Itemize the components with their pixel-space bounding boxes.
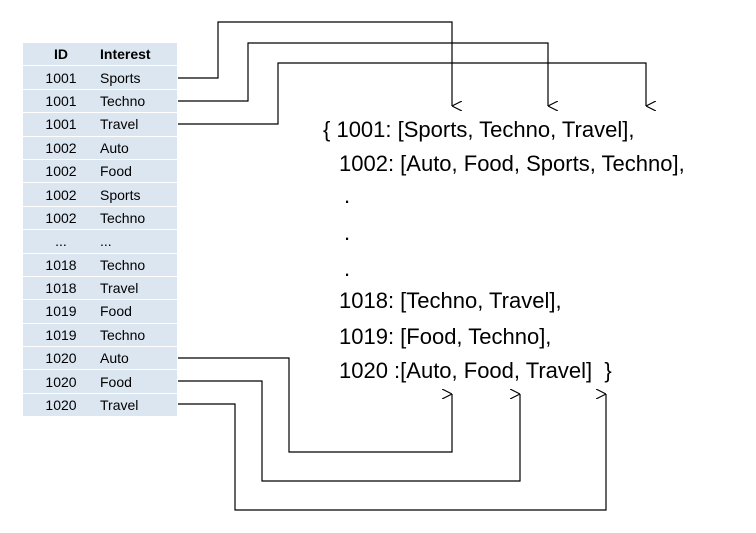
cell-id: 1020 xyxy=(45,373,77,390)
table-row: 1002 Auto xyxy=(23,136,177,160)
cell-id: 1001 xyxy=(45,92,77,109)
cell-id: ... xyxy=(55,233,67,250)
cell-id: 1002 xyxy=(45,139,77,156)
header-id: ID xyxy=(54,46,68,63)
table-row: 1018 Techno xyxy=(23,253,177,277)
cell-id: 1018 xyxy=(45,256,77,273)
connector-travel-2 xyxy=(178,394,607,511)
cell-interest: Travel xyxy=(100,397,139,414)
table-row: 1002 Sports xyxy=(23,183,177,207)
cell-interest: Techno xyxy=(100,209,146,226)
cell-interest: Food xyxy=(100,303,132,320)
cell-interest: Sports xyxy=(100,186,141,203)
cell-interest: Travel xyxy=(100,116,139,133)
cell-interest: Travel xyxy=(100,280,139,297)
cell-interest: Auto xyxy=(100,139,129,156)
table-row: 1019 Techno xyxy=(23,323,177,348)
cell-id: 1019 xyxy=(45,303,77,320)
table-header-row: ID Interest xyxy=(23,43,177,67)
connector-auto xyxy=(178,357,453,453)
connector-techno xyxy=(178,42,548,106)
dict-line-1019: 1019: [Food, Techno], xyxy=(339,324,552,349)
cell-id: 1020 xyxy=(45,397,77,414)
cell-interest: Sports xyxy=(100,69,141,86)
cell-id: 1002 xyxy=(45,209,77,226)
dict-ellipsis: . xyxy=(344,256,351,281)
table-row: ...... xyxy=(23,230,177,254)
header-interest: Interest xyxy=(100,46,151,63)
dict-line-1002: 1002: [Auto, Food, Sports, Techno], xyxy=(339,151,685,176)
table-row: 1020 Travel xyxy=(23,393,177,418)
cell-id: 1002 xyxy=(45,186,77,203)
cell-interest: Techno xyxy=(100,326,146,343)
cell-interest: Auto xyxy=(100,350,129,367)
table-row: 1020 Auto xyxy=(23,347,177,371)
dict-ellipsis: . xyxy=(344,220,351,245)
cell-interest: Food xyxy=(100,163,132,180)
connector-sports xyxy=(178,21,452,106)
table-row: 1001 Techno xyxy=(23,89,177,114)
connector-travel xyxy=(178,62,646,125)
cell-interest: ... xyxy=(100,233,112,250)
table-row: 1001 Sports xyxy=(23,66,177,90)
table-row: 1018 Travel xyxy=(23,276,177,301)
cell-id: 1002 xyxy=(45,163,77,180)
table-row: 1019 Food xyxy=(23,300,177,324)
cell-id: 1018 xyxy=(45,280,77,297)
cell-id: 1001 xyxy=(45,69,77,86)
cell-interest: Techno xyxy=(100,92,146,109)
table-row: 1001 Travel xyxy=(23,113,177,137)
dict-line-1018: 1018: [Techno, Travel], xyxy=(339,288,562,313)
cell-interest: Food xyxy=(100,373,132,390)
dict-line-1020: 1020 :[Auto, Food, Travel] } xyxy=(339,358,612,383)
cell-interest: Techno xyxy=(100,256,146,273)
connector-food xyxy=(178,380,521,482)
cell-id: 1001 xyxy=(45,116,77,133)
cell-id: 1020 xyxy=(45,350,77,367)
table-row: 1002 Food xyxy=(23,159,177,184)
dict-line-1001: { 1001: [Sports, Techno, Travel], xyxy=(323,117,635,142)
cell-id: 1019 xyxy=(45,326,77,343)
dict-ellipsis: . xyxy=(344,183,351,208)
table-row: 1002 Techno xyxy=(23,206,177,231)
table-row: 1020 Food xyxy=(23,370,177,394)
